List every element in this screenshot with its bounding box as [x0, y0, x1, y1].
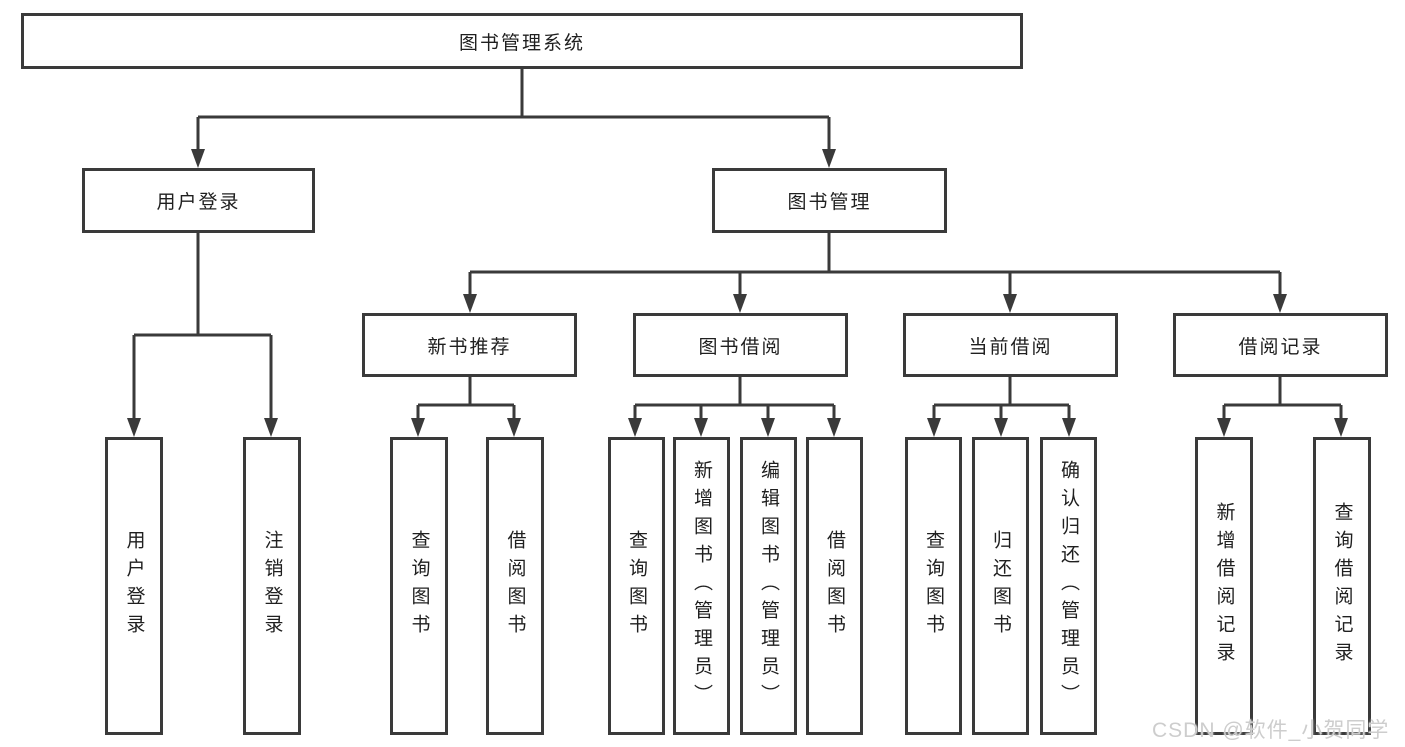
leaf-return-book: 归还图书 — [972, 437, 1029, 735]
leaf-logout-label: 注销登录 — [261, 530, 283, 642]
leaf-user-login-label: 用户登录 — [123, 530, 145, 642]
branch-borrow-records — [1217, 377, 1348, 437]
csdn-watermark: CSDN @软件_小贺同学 — [1152, 719, 1390, 742]
leaf-add-book-admin-label: 新增图书（管理员） — [691, 460, 712, 712]
leaf-query-books-borrow-label: 查询图书 — [626, 530, 647, 642]
leaf-borrow-books-rec: 借阅图书 — [486, 437, 544, 735]
leaf-add-borrow-record: 新增借阅记录 — [1195, 437, 1253, 735]
leaf-borrow-books-2-label: 借阅图书 — [824, 530, 845, 642]
leaf-query-books-borrow: 查询图书 — [608, 437, 665, 735]
node-book-mgmt: 图书管理 — [712, 168, 947, 233]
node-borrow-records: 借阅记录 — [1173, 313, 1388, 377]
leaf-user-login: 用户登录 — [105, 437, 163, 735]
node-book-mgmt-label: 图书管理 — [787, 192, 872, 213]
leaf-confirm-return-admin-label: 确认归还（管理员） — [1058, 460, 1079, 712]
node-book-borrow-label: 图书借阅 — [698, 336, 783, 358]
leaf-borrow-books-rec-label: 借阅图书 — [504, 530, 526, 642]
node-user-login: 用户登录 — [82, 168, 315, 233]
branch-new-book-rec — [411, 377, 521, 437]
branch-user-login — [127, 233, 278, 437]
branch-book-mgmt — [463, 233, 1287, 313]
node-book-borrow: 图书借阅 — [633, 313, 848, 377]
leaf-query-books-current-label: 查询图书 — [923, 530, 944, 642]
leaf-query-books-rec-label: 查询图书 — [408, 530, 430, 642]
leaf-return-book-label: 归还图书 — [990, 530, 1011, 642]
leaf-query-books-current: 查询图书 — [905, 437, 962, 735]
leaf-query-borrow-record-label: 查询借阅记录 — [1331, 502, 1353, 670]
leaf-edit-book-admin: 编辑图书（管理员） — [740, 437, 797, 735]
branch-root — [191, 69, 836, 168]
node-new-book-rec-label: 新书推荐 — [427, 336, 512, 358]
branch-current-borrow — [927, 377, 1076, 437]
node-new-book-rec: 新书推荐 — [362, 313, 577, 377]
node-current-borrow: 当前借阅 — [903, 313, 1118, 377]
node-borrow-records-label: 借阅记录 — [1238, 336, 1323, 358]
leaf-query-borrow-record: 查询借阅记录 — [1313, 437, 1371, 735]
leaf-confirm-return-admin: 确认归还（管理员） — [1040, 437, 1097, 735]
leaf-query-books-rec: 查询图书 — [390, 437, 448, 735]
leaf-add-book-admin: 新增图书（管理员） — [673, 437, 730, 735]
leaf-borrow-books-2: 借阅图书 — [806, 437, 863, 735]
leaf-edit-book-admin-label: 编辑图书（管理员） — [758, 460, 779, 712]
node-user-login-label: 用户登录 — [156, 192, 241, 213]
node-root: 图书管理系统 — [21, 13, 1023, 69]
branch-book-borrow — [628, 377, 841, 437]
leaf-logout: 注销登录 — [243, 437, 301, 735]
leaf-add-borrow-record-label: 新增借阅记录 — [1213, 502, 1235, 670]
node-current-borrow-label: 当前借阅 — [968, 336, 1053, 358]
node-root-label: 图书管理系统 — [458, 32, 585, 54]
